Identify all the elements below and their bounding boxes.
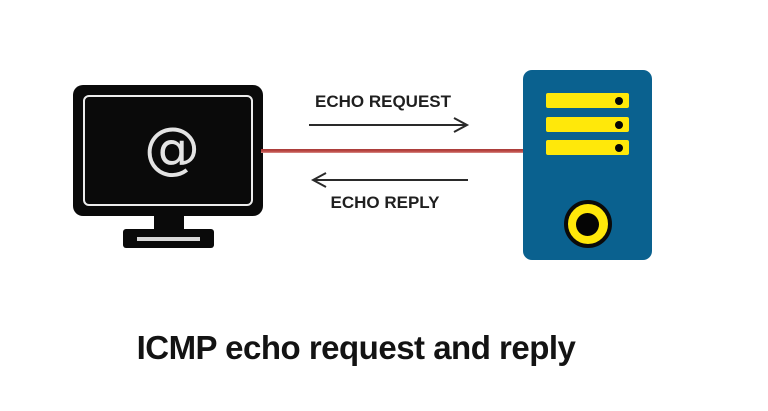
network-link-line (261, 149, 524, 153)
server-drive-bay (546, 93, 629, 108)
server-tower (523, 70, 652, 260)
echo-reply-arrow (311, 172, 468, 188)
monitor-stand-base (123, 229, 214, 248)
server-drive-bay (546, 117, 629, 132)
arrow-head-right (453, 117, 470, 133)
bay-led-icon (615, 143, 623, 152)
monitor-screen (83, 95, 253, 206)
echo-request-arrow (309, 117, 470, 133)
echo-reply-label: ECHO REPLY (330, 193, 440, 212)
diagram-caption: ICMP echo request and reply (136, 329, 576, 366)
echo-request-label: ECHO REQUEST (314, 92, 452, 111)
bay-led-icon (615, 96, 623, 105)
server-drive-bay (546, 140, 629, 155)
monitor-stand-slot (137, 237, 200, 241)
server-power-button-icon (563, 200, 612, 248)
client-computer: @ (73, 85, 263, 216)
monitor-stand-neck (154, 214, 184, 231)
at-symbol-icon: @ (144, 115, 200, 181)
arrow-head-left (311, 172, 327, 188)
power-button-core (576, 212, 599, 236)
bay-led-icon (615, 120, 623, 129)
